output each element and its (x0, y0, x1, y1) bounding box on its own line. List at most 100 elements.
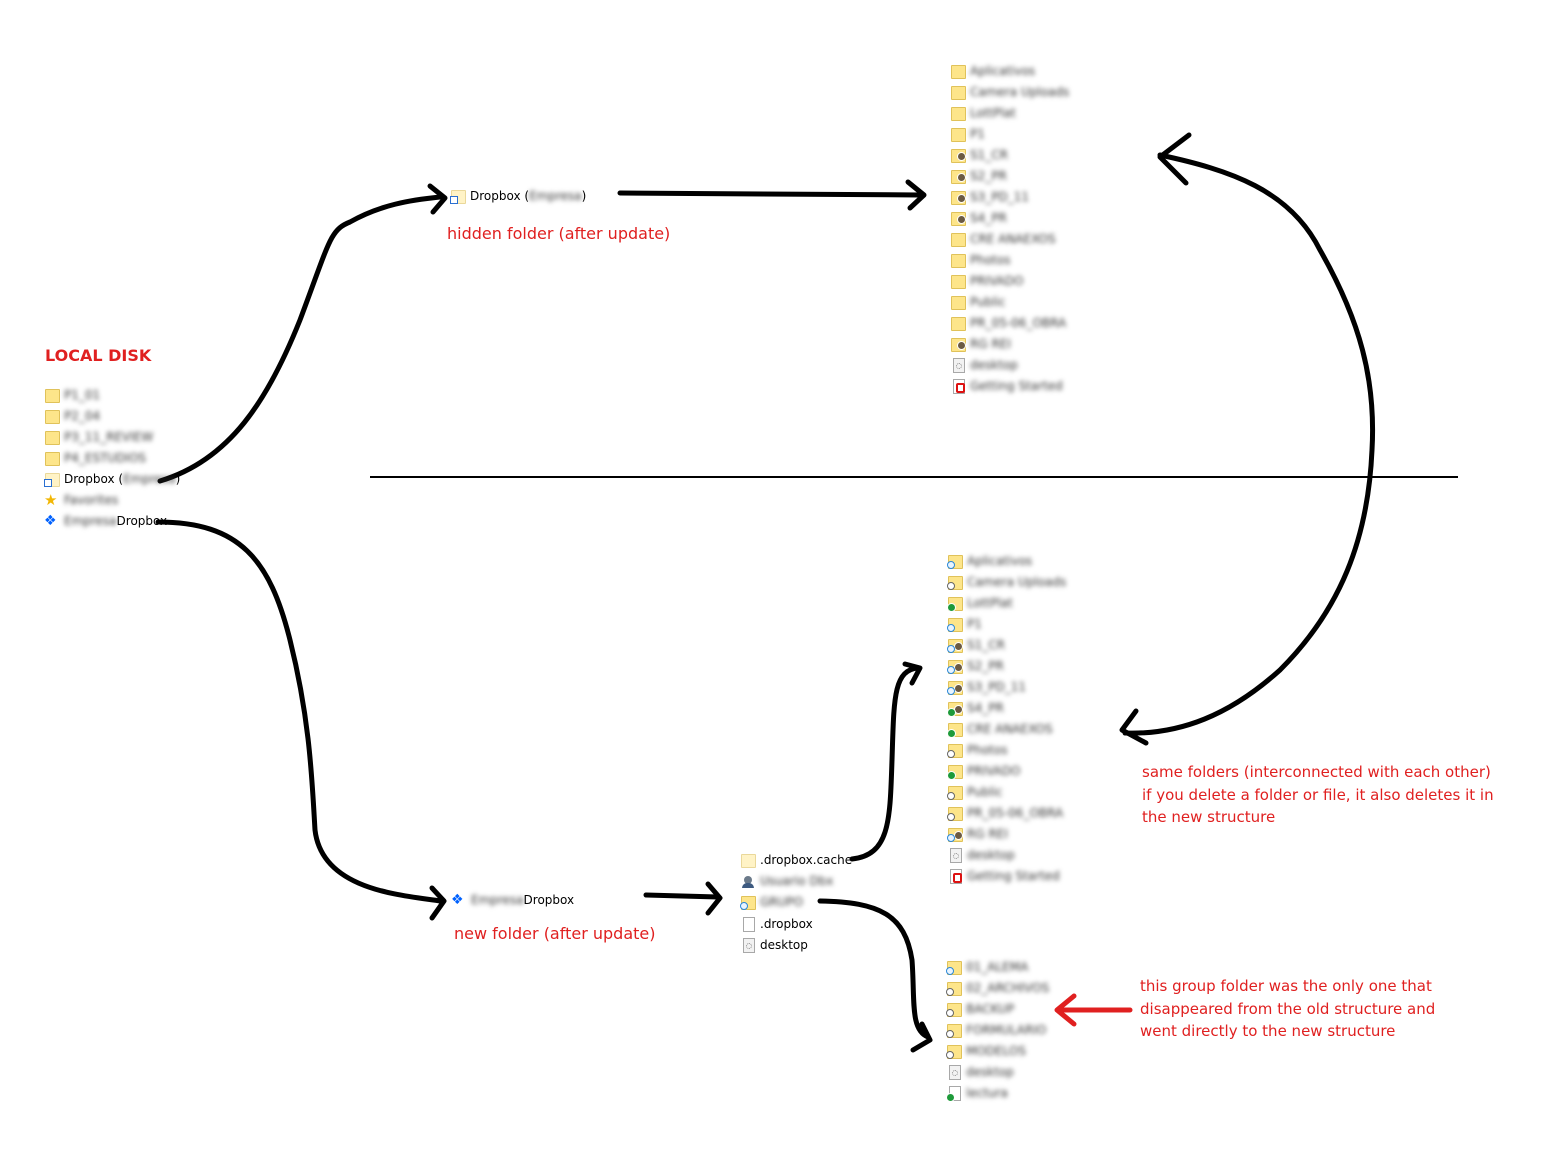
list-item[interactable]: S4_PR (947, 698, 1004, 718)
list-item[interactable]: Photos (947, 740, 1007, 760)
item-label: 02_ARCHIVOS (966, 981, 1050, 995)
folder-icon (947, 574, 963, 590)
arrow-head-bidirectional-bottom (1119, 708, 1149, 746)
folder-icon (946, 1043, 962, 1059)
item-label: desktop (760, 937, 808, 952)
list-item[interactable]: PR_05-06_OBRA (947, 803, 1063, 823)
folder-icon (947, 805, 963, 821)
item-label: Public (967, 785, 1003, 799)
list-item[interactable]: ❖Empresa Dropbox (44, 511, 167, 531)
local-disk-heading: LOCAL DISK (45, 346, 152, 365)
list-item[interactable]: Getting Started (947, 866, 1060, 886)
list-item[interactable]: RG REI (950, 334, 1011, 354)
folder-icon (947, 595, 963, 612)
list-item[interactable]: desktop (950, 355, 1018, 375)
folder-icon (44, 408, 60, 424)
user-folder-icon (740, 873, 756, 889)
list-item[interactable]: S3_PD_11 (947, 677, 1026, 697)
item-label: P4_ESTUDIOS (64, 451, 147, 465)
list-item[interactable]: LottPlat (950, 103, 1016, 123)
item-label: desktop (970, 358, 1018, 372)
item-label: Camera Uploads (967, 575, 1067, 589)
item-label: lectura (966, 1086, 1008, 1100)
list-item[interactable]: BACKUP (946, 999, 1014, 1019)
list-item[interactable]: Aplicativos (950, 61, 1035, 81)
new-dropbox-folder[interactable]: ❖ Empresa Dropbox (451, 890, 574, 910)
arrow-head-group (910, 1021, 933, 1053)
list-item[interactable]: Usuario Dbx (740, 871, 833, 891)
list-item[interactable]: RG REI (947, 824, 1008, 844)
list-item[interactable]: 01_ALEMA (946, 957, 1028, 977)
list-item[interactable]: lectura (946, 1083, 1008, 1103)
list-item[interactable]: FORMULARIO (946, 1020, 1046, 1040)
list-item[interactable]: S1_CR (950, 145, 1008, 165)
shared-folder-icon (950, 147, 966, 163)
list-item[interactable]: P1 (947, 614, 982, 634)
arrow-to-new-folder (155, 519, 443, 904)
folder-icon (947, 763, 963, 780)
list-item[interactable]: Aplicativos (947, 551, 1032, 571)
star-icon: ★ (44, 491, 58, 509)
list-item[interactable]: desktop (946, 1062, 1014, 1082)
list-item[interactable]: S2_PR (950, 166, 1007, 186)
list-item[interactable]: P1_01 (44, 385, 100, 405)
item-label: Photos (967, 743, 1008, 757)
file-icon (740, 916, 756, 932)
list-item[interactable]: Dropbox (Empresa) (44, 469, 180, 489)
item-label: Getting Started (970, 379, 1063, 393)
item-label: .dropbox.cache (760, 853, 853, 867)
list-item[interactable]: Public (950, 292, 1006, 312)
hidden-dropbox-folder[interactable]: Dropbox (Empresa) (450, 186, 586, 206)
dropbox-icon: ❖ (451, 892, 464, 908)
list-item[interactable]: .dropbox (740, 914, 813, 934)
settings-file-icon (947, 847, 963, 863)
list-item[interactable]: ★Favorites (44, 490, 118, 510)
list-item[interactable]: S4_PR (950, 208, 1007, 228)
list-item[interactable]: .dropbox.cache (740, 850, 852, 870)
list-item[interactable]: P2_04 (44, 406, 100, 426)
note-group-folder-line: disappeared from the old structure and (1140, 1000, 1436, 1018)
list-item[interactable]: 02_ARCHIVOS (946, 978, 1049, 998)
item-label-prefix: Dropbox ( (64, 472, 124, 486)
list-item[interactable]: desktop (947, 845, 1015, 865)
item-label: desktop (967, 848, 1015, 862)
list-item[interactable]: MODELOS (946, 1041, 1026, 1061)
list-item[interactable]: PRIVADO (947, 761, 1020, 781)
list-item[interactable]: S2_PR (947, 656, 1004, 676)
list-item[interactable]: PRIVADO (950, 271, 1023, 291)
list-item[interactable]: S1_CR (947, 635, 1005, 655)
list-item[interactable]: Camera Uploads (950, 82, 1069, 102)
item-label: PR_05-06_OBRA (970, 316, 1067, 330)
hidden-folder-prefix: Dropbox ( (470, 189, 530, 203)
list-item[interactable]: Camera Uploads (947, 572, 1066, 592)
list-item[interactable]: S3_PD_11 (950, 187, 1029, 207)
list-item[interactable]: desktop (740, 935, 808, 955)
list-item[interactable]: CRE ANAEXOS (950, 229, 1056, 249)
list-item[interactable]: P3_11_REVIEW (44, 427, 153, 447)
item-label-hidden: Empresa (64, 514, 117, 528)
list-item[interactable]: Photos (950, 250, 1010, 270)
item-label: Getting Started (967, 869, 1060, 883)
item-label: GRUPO (760, 895, 804, 910)
item-label: Camera Uploads (970, 85, 1070, 99)
list-item[interactable]: LottPlat (947, 593, 1013, 613)
item-label: S2_PR (970, 169, 1007, 183)
new-folder-suffix: Dropbox (523, 893, 575, 907)
list-item[interactable]: GRUPO (740, 892, 803, 912)
list-item[interactable]: CRE ANAEXOS (947, 719, 1053, 739)
folder-synced-icon (740, 894, 756, 911)
item-label: .dropbox (760, 916, 813, 931)
list-item[interactable]: P4_ESTUDIOS (44, 448, 146, 468)
list-item[interactable]: P1 (950, 124, 985, 144)
item-label: Usuario Dbx (760, 874, 834, 889)
list-item[interactable]: Getting Started (950, 376, 1063, 396)
list-item[interactable]: Public (947, 782, 1003, 802)
list-item[interactable]: PR_05-06_OBRA (950, 313, 1066, 333)
arrow-head-new-folder (429, 885, 447, 921)
arrow-to-hidden-folder (157, 194, 443, 484)
item-label: PRIVADO (967, 764, 1021, 778)
item-label: LottPlat (970, 106, 1016, 120)
shared-folder-icon (950, 189, 966, 205)
settings-file-icon (740, 937, 756, 953)
